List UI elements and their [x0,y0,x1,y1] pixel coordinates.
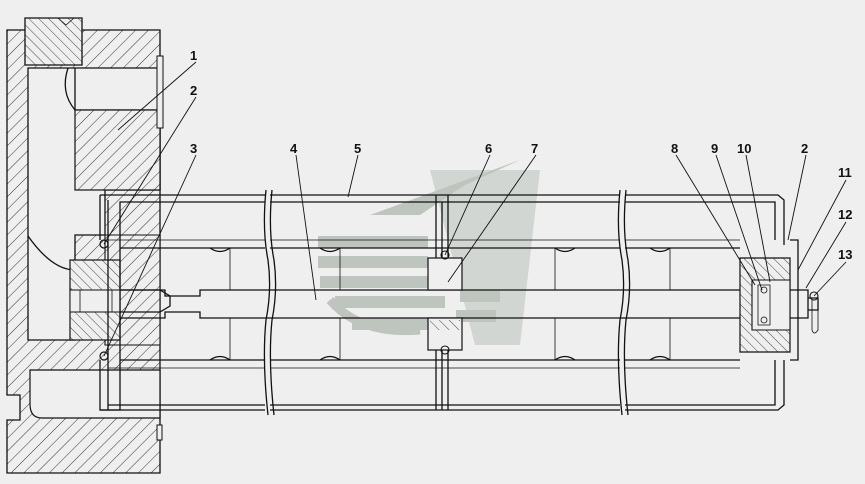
break-lines [263,189,631,416]
callout-12: 12 [838,207,852,222]
outer-tube-left [99,194,265,411]
shaft-part-4 [120,289,760,319]
callout-13: 13 [838,247,852,262]
inner-rollers [209,247,671,361]
logo-watermark-icon [318,160,540,345]
left-hub [69,239,171,361]
callout-5: 5 [354,141,361,156]
callout-labels: 1 2 3 4 5 6 7 8 9 10 2 11 12 13 [190,48,852,262]
outer-tube-right [625,194,785,411]
callout-2-right: 2 [801,141,808,156]
callout-11: 11 [838,165,852,180]
callout-2: 2 [190,83,197,98]
callout-4: 4 [290,141,298,156]
outer-tube-middle [270,194,620,411]
callout-1: 1 [190,48,197,63]
callout-3: 3 [190,141,197,156]
callout-8: 8 [671,141,678,156]
callout-10: 10 [737,141,751,156]
callout-9: 9 [711,141,718,156]
bracket-part-1 [6,17,164,474]
callout-6: 6 [485,141,492,156]
leader-lines [103,61,847,357]
middle-bearing [427,250,463,355]
right-end-cap [739,239,819,361]
callout-7: 7 [531,141,538,156]
